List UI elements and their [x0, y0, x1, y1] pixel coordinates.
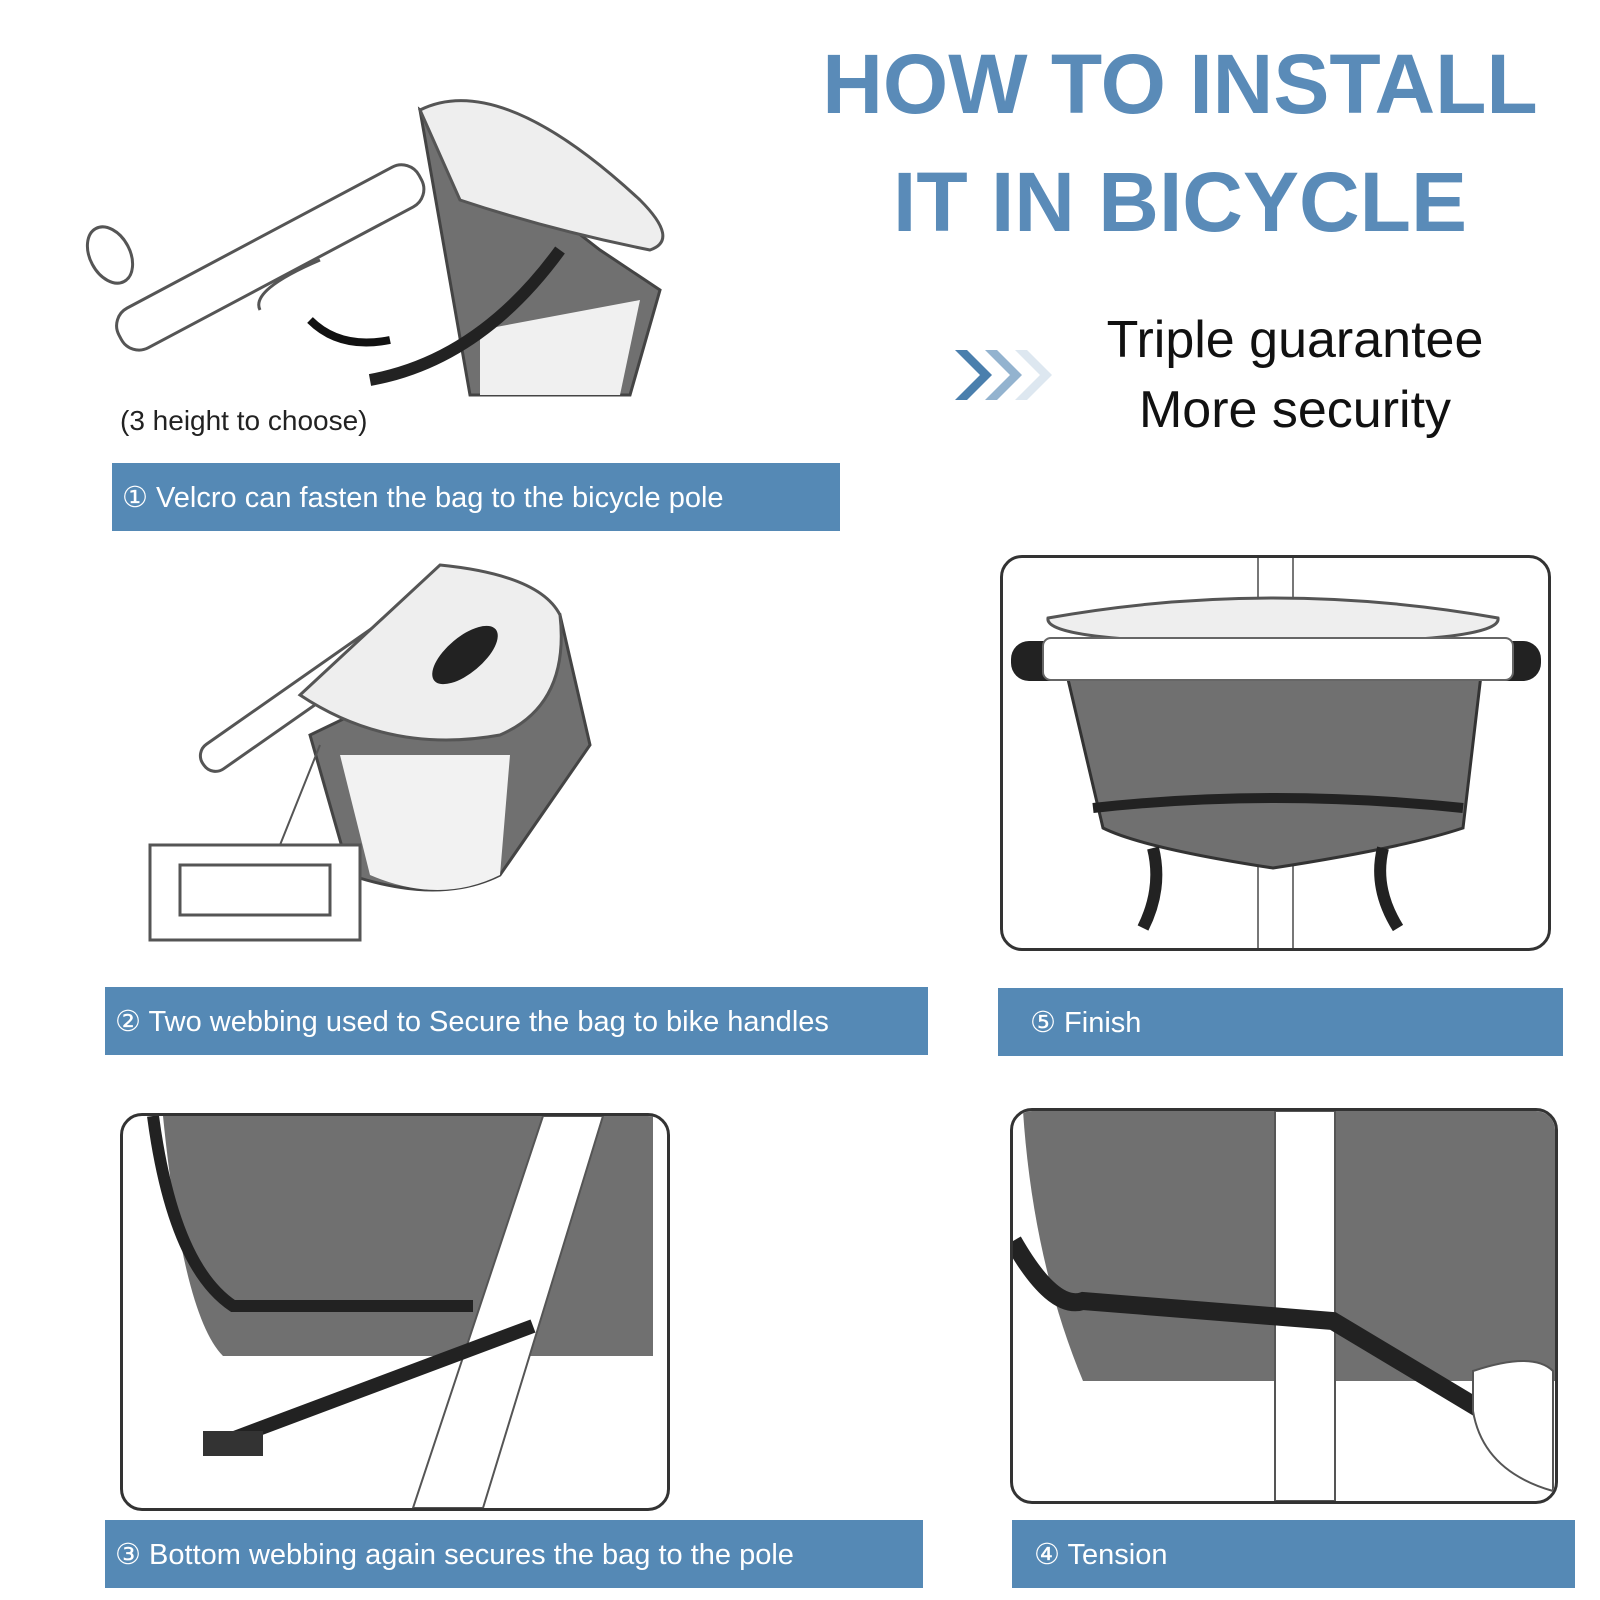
step2-label: ② Two webbing used to Secure the bag to …	[105, 987, 928, 1055]
tagline-line-2: More security	[1138, 381, 1452, 439]
step4-illustration	[1010, 1108, 1558, 1504]
step1-label: ① Velcro can fasten the bag to the bicyc…	[112, 463, 840, 531]
step3-illustration	[120, 1113, 670, 1511]
triple-chevron-right-icon	[955, 350, 1052, 400]
tagline-line-1: Triple guarantee	[1106, 311, 1484, 369]
step4-label: ④ Tension	[1012, 1520, 1575, 1588]
step1-illustration	[85, 99, 665, 397]
step5-label: ⑤ Finish	[998, 988, 1563, 1056]
step5-illustration	[1000, 555, 1551, 951]
title-line-2: IT IN BICYCLE	[892, 155, 1467, 249]
step2-illustration	[148, 563, 592, 942]
title-line-1: HOW TO INSTALL	[822, 37, 1538, 131]
height-note: (3 height to choose)	[120, 405, 368, 436]
step3-label: ③ Bottom webbing again secures the bag t…	[105, 1520, 923, 1588]
